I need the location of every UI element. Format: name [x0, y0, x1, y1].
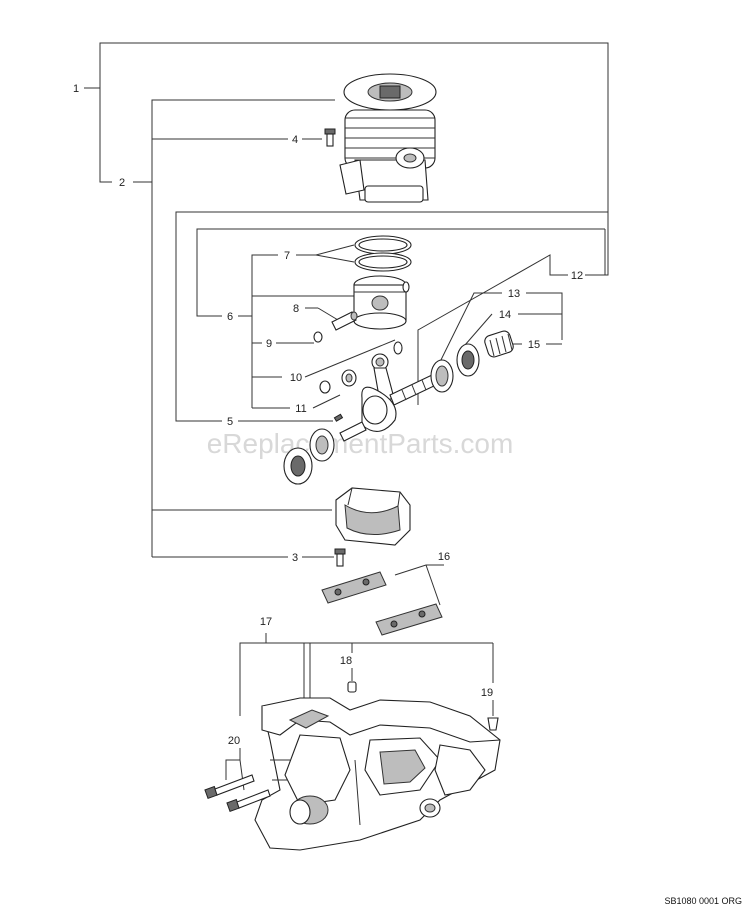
callout-5: 5 [227, 416, 233, 428]
leader-lines [84, 42, 609, 791]
needle-bearing [341, 369, 357, 387]
callout-labels: 1 2 3 4 5 6 7 8 9 10 11 12 13 14 15 16 1… [73, 83, 583, 747]
cylinder [339, 73, 437, 203]
callout-18: 18 [340, 655, 352, 667]
crankcase [254, 697, 501, 851]
crankcase-bolts [204, 774, 271, 813]
washers [319, 341, 403, 394]
callout-7: 7 [284, 250, 290, 262]
main-bearing-right [430, 359, 454, 393]
oil-seal-left [283, 447, 313, 485]
callout-10: 10 [290, 372, 302, 384]
plate-lower [375, 603, 443, 636]
circlip [313, 331, 323, 343]
callout-4: 4 [292, 134, 298, 146]
main-bearing-left [309, 428, 335, 462]
piston-rings [354, 235, 412, 272]
callout-14: 14 [499, 309, 511, 321]
piston-clip [402, 281, 410, 293]
callout-16: 16 [438, 551, 450, 563]
callout-1: 1 [73, 83, 79, 95]
plug [347, 681, 357, 693]
crankshaft [339, 353, 437, 442]
drain-plug [487, 717, 499, 731]
callout-3: 3 [292, 552, 298, 564]
callout-6: 6 [227, 311, 233, 323]
callout-13: 13 [508, 288, 520, 300]
callout-8: 8 [293, 303, 299, 315]
callout-20: 20 [228, 735, 240, 747]
cap-bolt [334, 548, 346, 567]
callout-15: 15 [528, 339, 540, 351]
piston [353, 275, 407, 330]
plate-upper [321, 571, 387, 604]
callout-12: 12 [571, 270, 583, 282]
callout-11: 11 [295, 403, 306, 415]
callout-19: 19 [481, 687, 493, 699]
callout-2: 2 [119, 177, 125, 189]
bearing-cap [335, 487, 411, 546]
callout-9: 9 [266, 338, 272, 350]
oil-seal-right [456, 343, 480, 377]
spring-clutch [484, 330, 514, 358]
piston-pin [331, 311, 358, 331]
callout-17: 17 [260, 616, 272, 628]
cylinder-bolt [324, 128, 336, 147]
woodruff-key [333, 413, 344, 422]
diagram-code: SB1080 0001 ORG [664, 896, 742, 906]
